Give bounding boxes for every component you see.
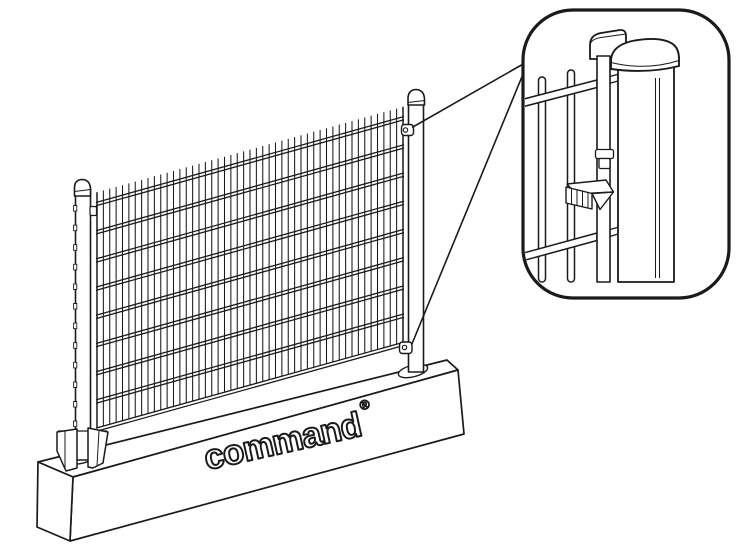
bottom-clamp-bolt — [401, 344, 408, 351]
anchor-wedge-right-edge — [96, 430, 100, 467]
left-post-cap — [73, 178, 92, 197]
fence-mesh-panel — [95, 106, 405, 433]
base-left-face — [36, 461, 74, 542]
detail-clamp-block — [565, 179, 615, 211]
left-post-body — [74, 187, 92, 461]
right-post — [398, 88, 426, 373]
mesh-vertical-wires — [96, 106, 404, 429]
detail-wire-vertical-2 — [566, 69, 576, 283]
mesh-horizontal-wires — [95, 115, 405, 433]
diagram-root: command ® — [36, 8, 731, 542]
detail-connector-lower — [598, 157, 611, 170]
detail-bar-cap-ridge — [589, 33, 627, 46]
left-post-cap-rim — [74, 189, 91, 192]
detail-callout — [521, 8, 731, 300]
left-post — [56, 178, 109, 472]
registered-mark-text: ® — [358, 396, 371, 413]
detail-callout-content — [525, 29, 680, 283]
detail-rod-top-stub — [609, 73, 619, 84]
detail-connector-upper — [594, 148, 615, 160]
leader-line-bottom-clamp — [410, 70, 526, 346]
detail-post-body — [617, 59, 675, 283]
top-clamp-bolt — [402, 127, 409, 133]
right-post-cap-rim — [407, 100, 425, 103]
callout-leader-lines — [410, 63, 526, 346]
detail-post-cap — [610, 38, 680, 72]
left-post-mesh-lug — [89, 205, 98, 217]
clamp-ribbed-face — [565, 186, 593, 210]
anchor-wedge-left — [56, 428, 78, 472]
leader-line-top-clamp — [411, 63, 524, 129]
detail-wire-vertical-1 — [537, 76, 547, 283]
clamp-wedge-face — [591, 191, 615, 211]
detail-post-highlight — [655, 78, 660, 278]
right-post-body — [407, 97, 425, 373]
detail-post-cap-rim — [610, 60, 680, 67]
clamp-ribs — [571, 188, 589, 209]
left-post-anchor-feet — [56, 427, 109, 472]
